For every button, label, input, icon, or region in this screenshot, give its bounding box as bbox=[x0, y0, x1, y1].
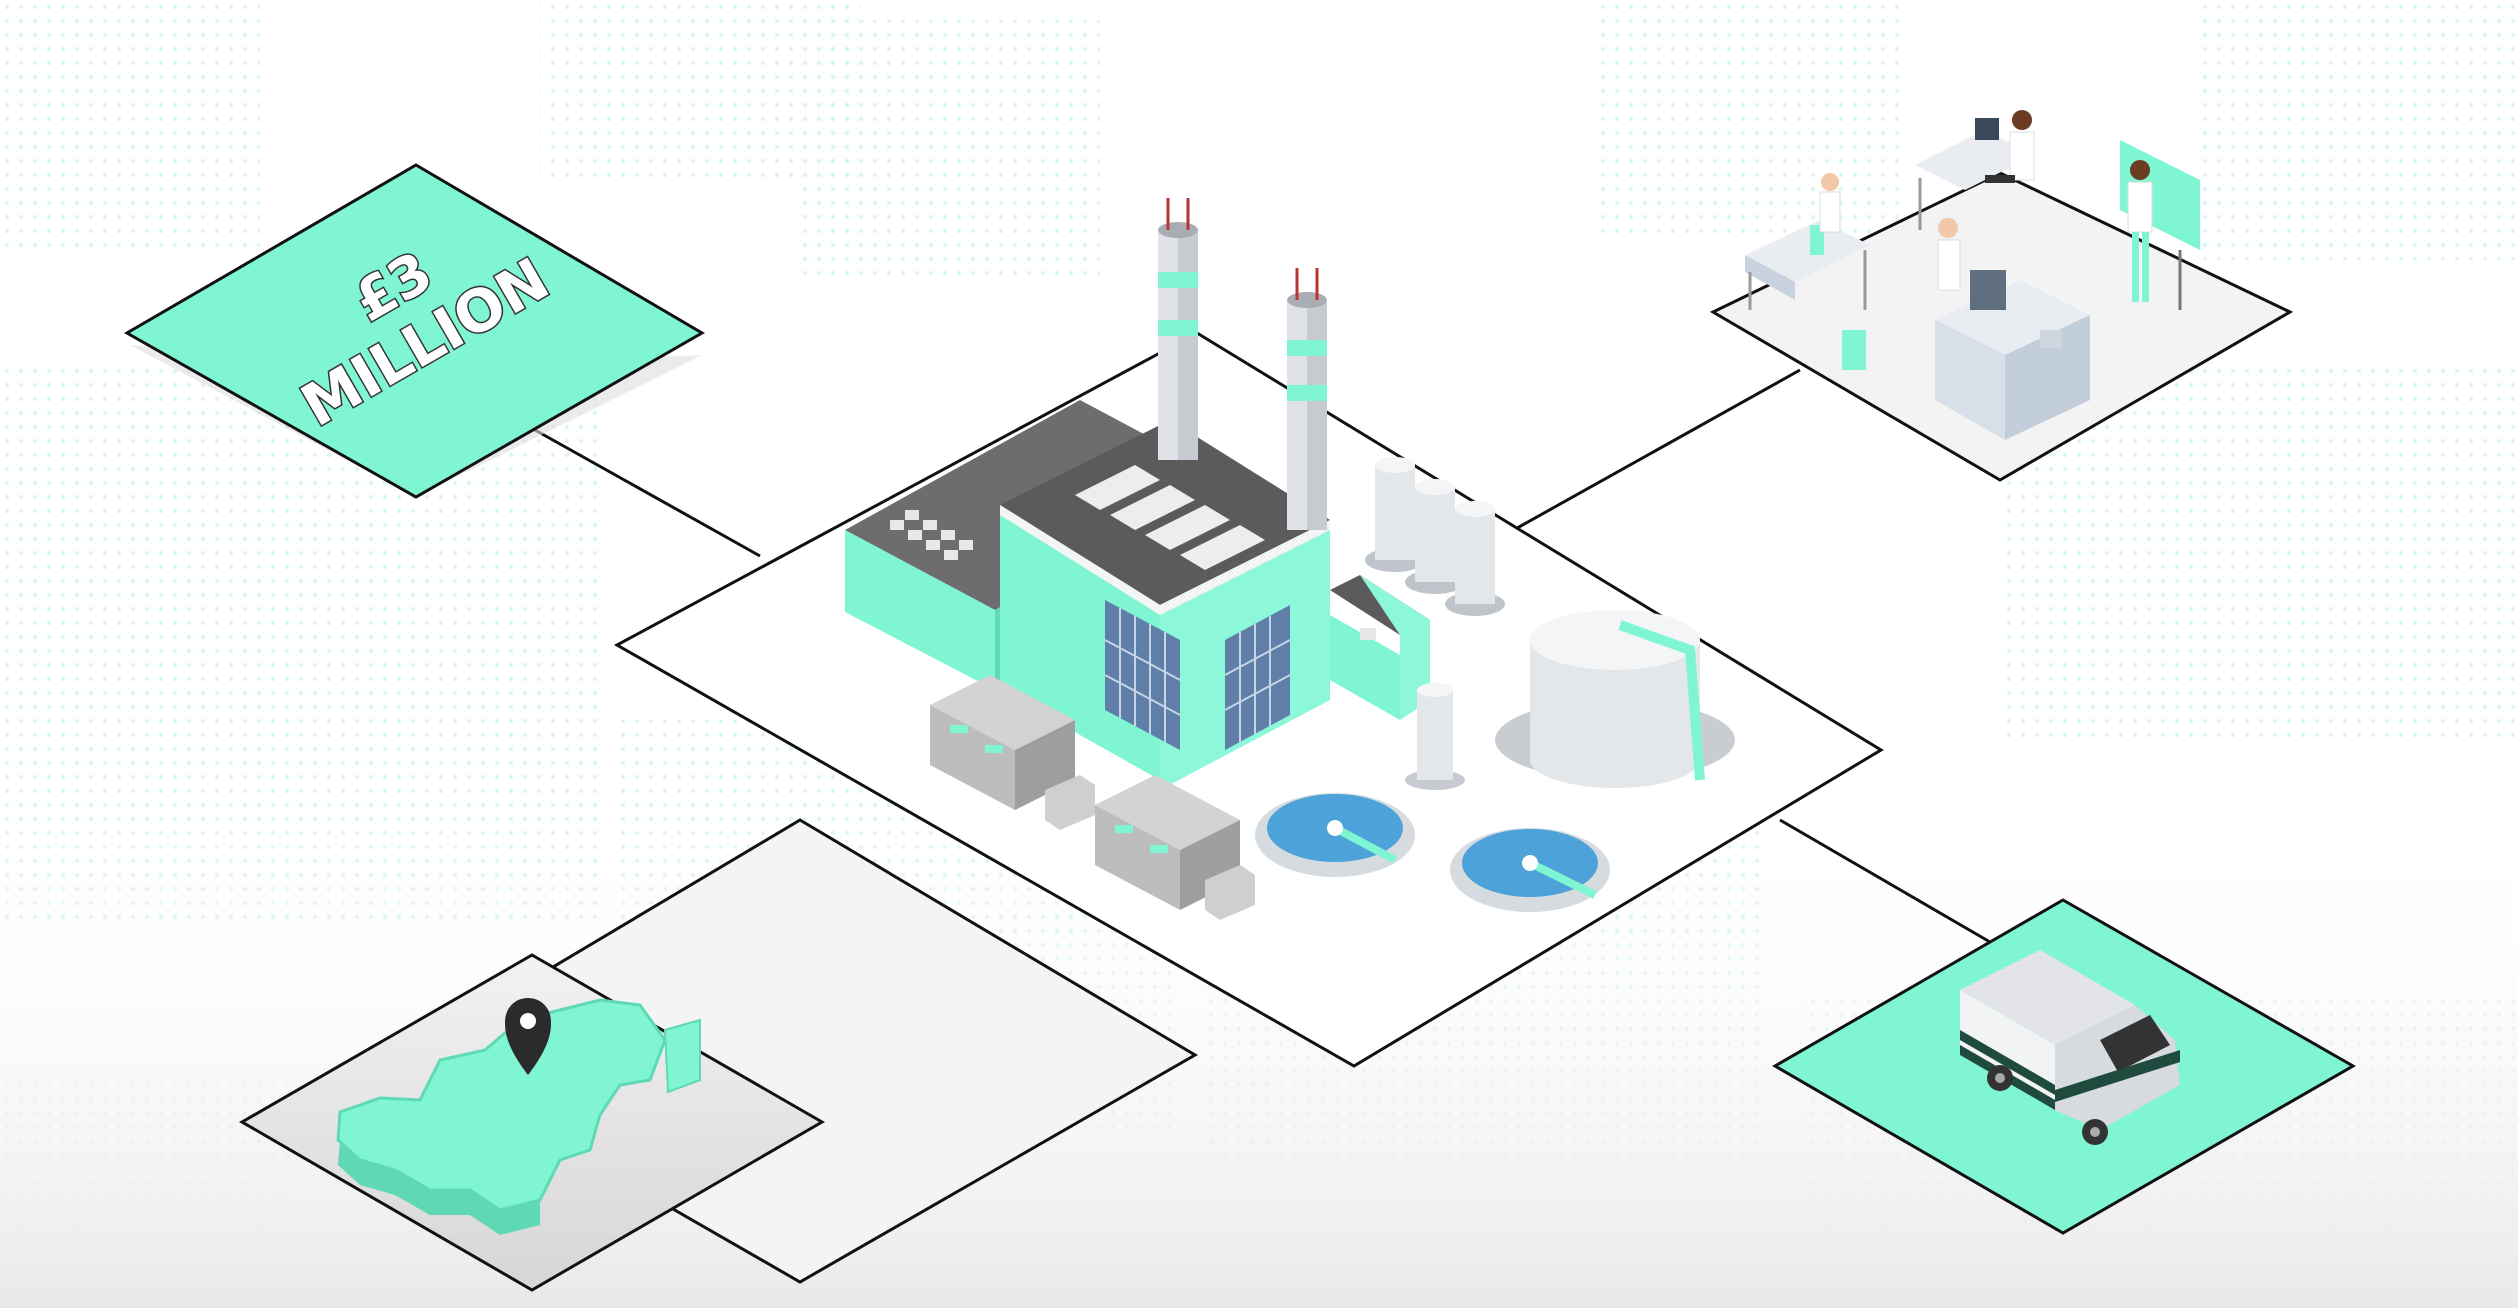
region-map-tile bbox=[239, 953, 825, 1292]
location-pin-icon bbox=[505, 998, 551, 1075]
van-icon bbox=[1960, 950, 2180, 1145]
clarifier-basins bbox=[1255, 793, 1610, 912]
laboratory-tile bbox=[1709, 110, 2294, 482]
chimney-left bbox=[1158, 198, 1198, 460]
storage-tank bbox=[1495, 610, 1735, 788]
transport-tile bbox=[1772, 898, 2357, 1235]
factory-illustration bbox=[845, 198, 1735, 920]
chimney-right bbox=[1287, 268, 1327, 530]
silos bbox=[1365, 457, 1505, 616]
small-tank bbox=[1405, 683, 1465, 790]
funding-tile: £3 MILLION bbox=[123, 163, 705, 499]
equipment-cabinets bbox=[930, 675, 1255, 920]
